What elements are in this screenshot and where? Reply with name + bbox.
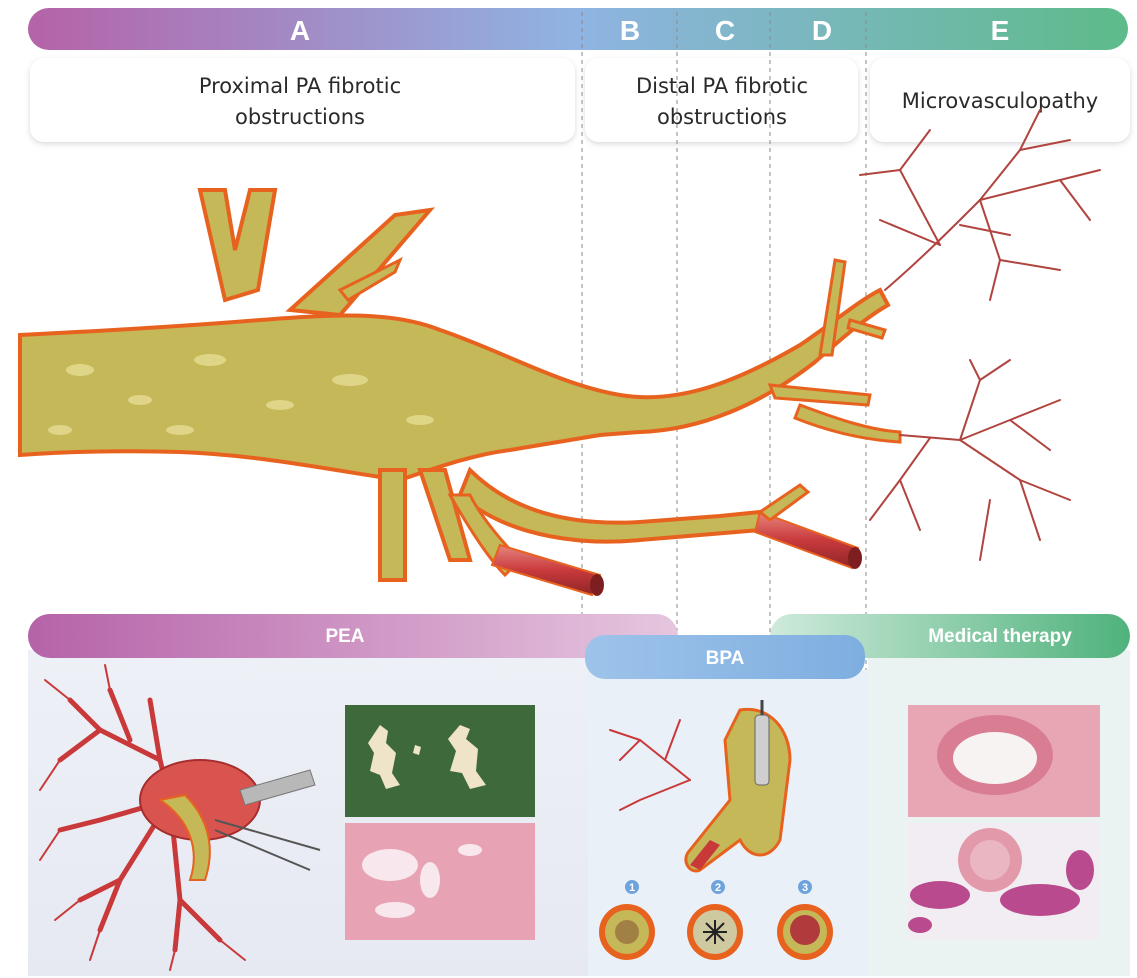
region-label-micro: Microvasculopathy <box>902 89 1098 113</box>
bpa-step-2-number: 2 <box>715 882 721 894</box>
stage-letter-c: C <box>715 15 735 46</box>
pea-label: PEA <box>325 626 364 647</box>
stage-letter-b: B <box>620 15 640 46</box>
patent-vessel-proximal <box>492 545 600 595</box>
microvasculature-lower <box>870 360 1070 560</box>
vessel-lumen-distal <box>848 547 862 569</box>
lower-branch-left <box>380 470 405 580</box>
stage-letter-a: A <box>290 15 310 46</box>
upper-branch-right <box>290 210 430 315</box>
medical-therapy-label: Medical therapy <box>928 626 1072 647</box>
upper-branch-left <box>200 190 275 300</box>
vessel-lumen-proximal <box>590 574 604 596</box>
mid-branch <box>770 385 870 405</box>
vessel-lumen-1 <box>953 732 1037 784</box>
region-label-proximal-line2: obstructions <box>235 105 365 129</box>
bpa-label: BPA <box>706 648 745 669</box>
region-box-distal <box>585 58 858 142</box>
region-label-distal-line2: obstructions <box>657 105 787 129</box>
pulmonary-artery-tree <box>20 190 900 596</box>
stage-letter-e: E <box>991 15 1010 46</box>
stage-band <box>28 8 1128 50</box>
region-label-distal-line1: Distal PA fibrotic <box>636 74 808 98</box>
pea-histology-image <box>345 823 535 940</box>
main-pa-trunk <box>20 290 888 480</box>
bpa-step-1-number: 1 <box>629 882 635 894</box>
region-box-proximal <box>30 58 575 142</box>
region-label-proximal-line1: Proximal PA fibrotic <box>199 74 401 98</box>
stage-letter-d: D <box>812 15 832 46</box>
bpa-step-3-number: 3 <box>802 882 808 894</box>
lower-e-branch <box>795 405 900 442</box>
distal-twig <box>760 485 808 520</box>
lower-right-branch <box>460 470 760 542</box>
